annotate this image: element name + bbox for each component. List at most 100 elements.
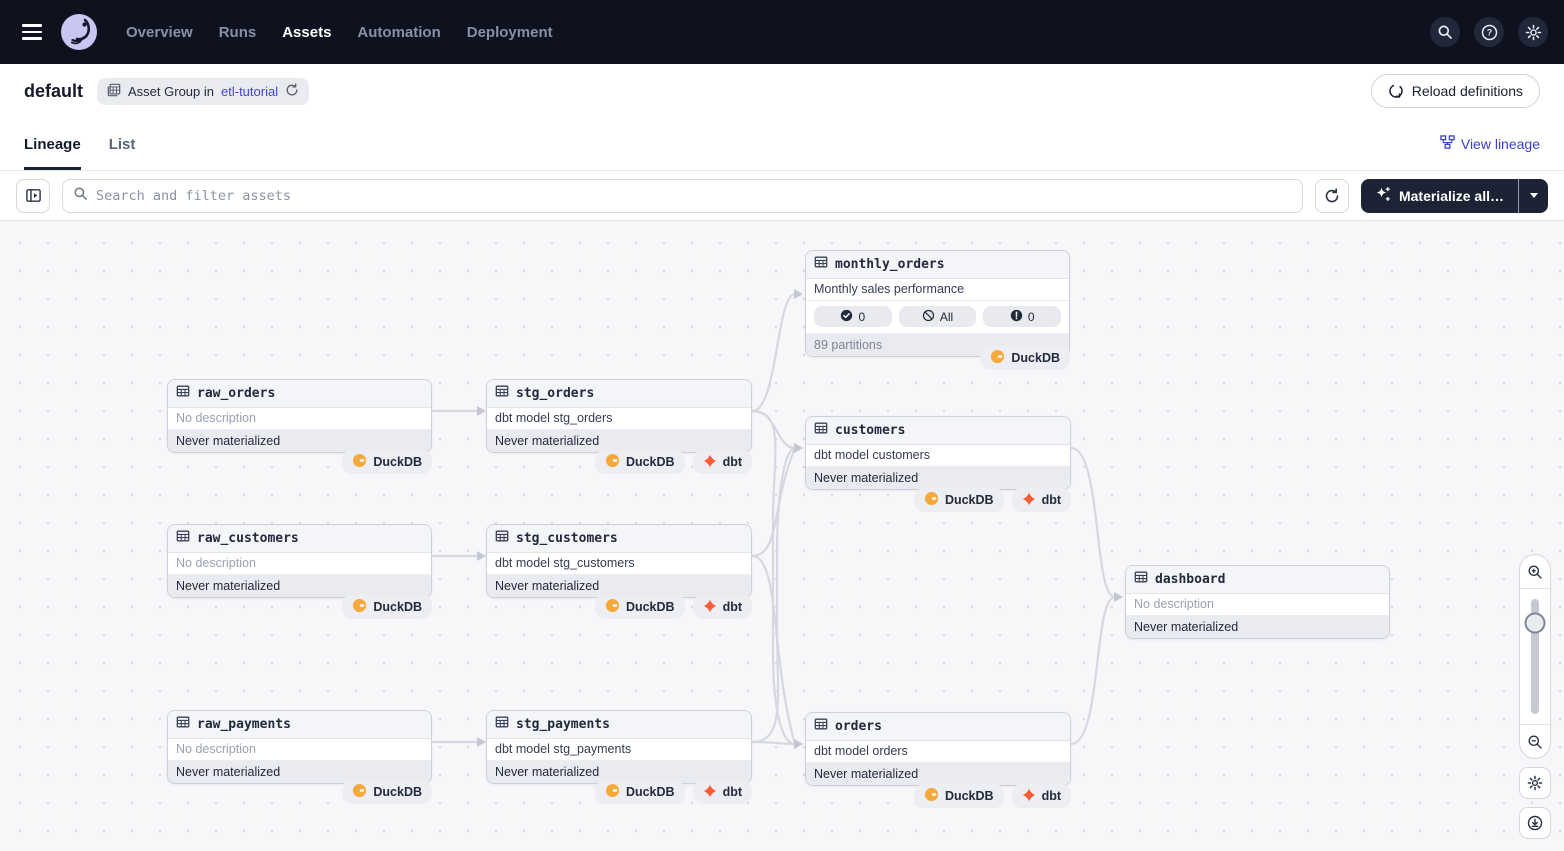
asset-group-icon — [107, 83, 121, 100]
tab-lineage[interactable]: Lineage — [24, 118, 81, 170]
duckdb-icon — [605, 453, 620, 471]
lineage-graph-icon — [1440, 135, 1455, 153]
asset-group-label: Asset Group in — [128, 84, 214, 99]
status-pill-slash-circle[interactable]: All — [899, 306, 977, 327]
alert-circle-icon — [1010, 309, 1023, 325]
kind-badge-duckdb[interactable]: DuckDB — [595, 780, 685, 804]
materialize-dropdown-button[interactable] — [1518, 179, 1548, 213]
collapse-panel-icon[interactable] — [16, 179, 50, 213]
asset-node-raw_customers[interactable]: raw_customers No descriptionNever materi… — [167, 524, 432, 598]
asset-node-header[interactable]: raw_customers — [168, 525, 431, 553]
materialize-all-button[interactable]: Materialize all… — [1361, 179, 1518, 213]
nav-item-deployment[interactable]: Deployment — [467, 24, 553, 41]
lineage-canvas[interactable]: monthly_orders Monthly sales performance… — [0, 221, 1564, 851]
asset-node-stg_payments[interactable]: stg_payments dbt model stg_paymentsNever… — [486, 710, 752, 784]
view-lineage-link[interactable]: View lineage — [1440, 135, 1540, 153]
zoom-panel — [1519, 554, 1551, 759]
asset-description: dbt model stg_orders — [487, 408, 751, 430]
asset-description: No description — [168, 408, 431, 430]
kind-badge-duckdb[interactable]: DuckDB — [595, 450, 685, 474]
nav-item-runs[interactable]: Runs — [219, 24, 257, 41]
asset-name: stg_payments — [516, 717, 610, 732]
kind-badge-dbt[interactable]: dbt — [693, 780, 752, 804]
asset-node-header[interactable]: raw_orders — [168, 380, 431, 408]
asset-node-header[interactable]: stg_orders — [487, 380, 751, 408]
kind-badge-dbt[interactable]: dbt — [693, 595, 752, 619]
nav-item-automation[interactable]: Automation — [357, 24, 440, 41]
materialize-all-label: Materialize all… — [1399, 188, 1504, 204]
download-graph-icon[interactable] — [1519, 807, 1551, 839]
kind-badge-duckdb[interactable]: DuckDB — [342, 595, 432, 619]
kind-badge-dbt[interactable]: dbt — [1012, 488, 1071, 512]
zoom-slider[interactable] — [1520, 589, 1550, 724]
status-pill-alert-circle[interactable]: 0 — [983, 306, 1061, 327]
asset-node-header[interactable]: customers — [806, 417, 1070, 445]
asset-node-header[interactable]: dashboard — [1126, 566, 1389, 594]
table-icon — [1134, 570, 1148, 589]
zoom-slider-handle[interactable] — [1525, 613, 1546, 634]
table-icon — [495, 384, 509, 403]
table-icon — [176, 529, 190, 548]
hamburger-menu-icon[interactable] — [16, 14, 52, 50]
tab-list[interactable]: List — [109, 118, 136, 170]
table-icon — [814, 717, 828, 736]
help-icon[interactable]: ? — [1474, 17, 1504, 47]
asset-name: stg_orders — [516, 386, 594, 401]
asset-node-header[interactable]: stg_payments — [487, 711, 751, 739]
dbt-icon — [1022, 788, 1036, 805]
search-icon[interactable] — [1430, 17, 1460, 47]
asset-node-stg_orders[interactable]: stg_orders dbt model stg_ordersNever mat… — [486, 379, 752, 453]
asset-status-footer: Never materialized — [1126, 616, 1389, 638]
status-pill-check-circle[interactable]: 0 — [814, 306, 892, 327]
asset-node-header[interactable]: orders — [806, 713, 1070, 741]
duckdb-icon — [352, 453, 367, 471]
reload-definitions-label: Reload definitions — [1412, 83, 1523, 99]
materialize-all-split-button: Materialize all… — [1361, 179, 1548, 213]
asset-group-badge: Asset Group in etl-tutorial — [97, 78, 309, 105]
asset-node-customers[interactable]: customers dbt model customersNever mater… — [805, 416, 1071, 490]
zoom-out-icon[interactable] — [1520, 725, 1550, 758]
table-icon — [495, 529, 509, 548]
asset-node-dashboard[interactable]: dashboard No descriptionNever materializ… — [1125, 565, 1390, 639]
asset-name: raw_payments — [197, 717, 291, 732]
dagster-logo-icon[interactable] — [60, 13, 98, 51]
code-location-link[interactable]: etl-tutorial — [221, 84, 278, 99]
asset-kind-badges: DuckDB dbt — [805, 784, 1071, 808]
check-circle-icon — [840, 309, 853, 325]
asset-node-orders[interactable]: orders dbt model ordersNever materialize… — [805, 712, 1071, 786]
asset-name: raw_customers — [197, 531, 299, 546]
asset-node-monthly_orders[interactable]: monthly_orders Monthly sales performance… — [805, 250, 1070, 357]
asset-node-header[interactable]: stg_customers — [487, 525, 751, 553]
asset-node-raw_orders[interactable]: raw_orders No descriptionNever materiali… — [167, 379, 432, 453]
zoom-in-icon[interactable] — [1520, 555, 1550, 588]
kind-badge-dbt[interactable]: dbt — [693, 450, 752, 474]
kind-badge-duckdb[interactable]: DuckDB — [914, 488, 1004, 512]
svg-text:?: ? — [1486, 27, 1492, 37]
nav-item-overview[interactable]: Overview — [126, 24, 193, 41]
kind-badge-dbt[interactable]: dbt — [1012, 784, 1071, 808]
graph-settings-icon[interactable] — [1519, 767, 1551, 799]
asset-name: dashboard — [1155, 572, 1225, 587]
reload-definitions-button[interactable]: Reload definitions — [1371, 74, 1540, 108]
asset-node-stg_customers[interactable]: stg_customers dbt model stg_customersNev… — [486, 524, 752, 598]
asset-node-raw_payments[interactable]: raw_payments No descriptionNever materia… — [167, 710, 432, 784]
refresh-icon[interactable] — [285, 83, 299, 100]
kind-badge-duckdb[interactable]: DuckDB — [342, 450, 432, 474]
slash-circle-icon — [922, 309, 935, 325]
table-icon — [814, 421, 828, 440]
gear-icon[interactable] — [1518, 17, 1548, 47]
kind-badge-duckdb[interactable]: DuckDB — [342, 780, 432, 804]
asset-description: No description — [1126, 594, 1389, 616]
search-input[interactable] — [96, 188, 1292, 204]
nav-item-assets[interactable]: Assets — [282, 24, 331, 41]
kind-badge-duckdb[interactable]: DuckDB — [914, 784, 1004, 808]
kind-badge-duckdb[interactable]: DuckDB — [595, 595, 685, 619]
asset-kind-badges: DuckDB dbt — [486, 780, 752, 804]
refresh-graph-icon[interactable] — [1315, 179, 1349, 213]
asset-node-header[interactable]: monthly_orders — [806, 251, 1069, 279]
asset-status-footer: Never materialized — [487, 430, 751, 452]
asset-node-header[interactable]: raw_payments — [168, 711, 431, 739]
asset-status-footer: Never materialized — [806, 763, 1070, 785]
duckdb-icon — [924, 491, 939, 509]
kind-badge-duckdb[interactable]: DuckDB — [980, 346, 1070, 370]
